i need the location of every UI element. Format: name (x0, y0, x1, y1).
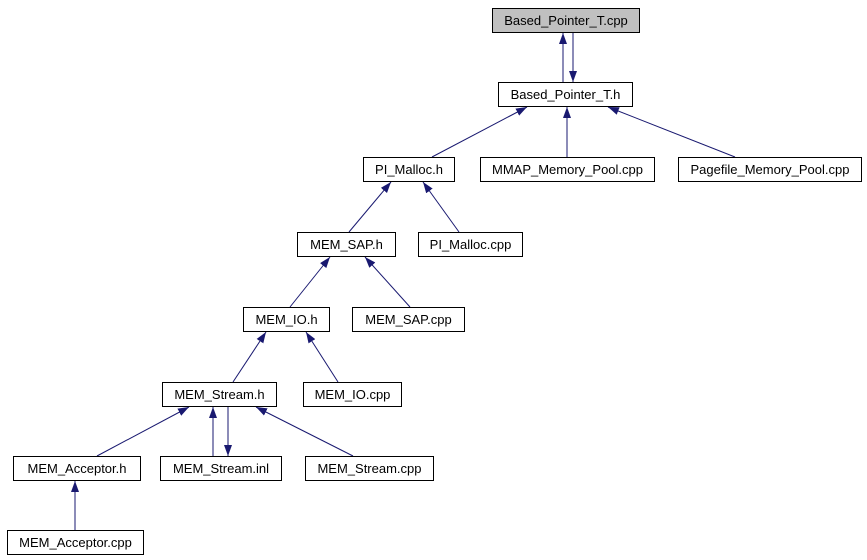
edge-arrow-mem-sap-h-to-pi-malloc-h (348, 181, 392, 233)
graph-node-label: MEM_SAP.cpp (365, 311, 452, 327)
graph-node-pi-malloc-cpp[interactable]: PI_Malloc.cpp (418, 232, 523, 257)
graph-node-label: MEM_SAP.h (310, 236, 383, 252)
graph-node-label: MEM_Stream.cpp (317, 460, 422, 476)
edge-arrow-mem-io-cpp-to-mem-io-h (305, 331, 339, 383)
edge-arrow-pi-malloc-cpp-to-pi-malloc-h (422, 181, 460, 233)
graph-node-mem-acceptor-cpp[interactable]: MEM_Acceptor.cpp (7, 530, 144, 555)
graph-node-label: MEM_Stream.inl (172, 460, 270, 476)
edge-arrow-mem-acceptor-h-to-mem-stream-h (96, 406, 190, 457)
graph-node-label: Based_Pointer_T.h (510, 86, 621, 102)
graph-node-label: PI_Malloc.cpp (429, 236, 512, 252)
graph-node-label: PI_Malloc.h (375, 161, 443, 177)
edge-arrow-mem-stream-h-to-mem-io-h (232, 331, 267, 383)
edge-arrow-mem-io-h-to-mem-sap-h (289, 256, 331, 308)
graph-node-label: Based_Pointer_T.cpp (504, 12, 628, 28)
graph-node-pi-malloc-h[interactable]: PI_Malloc.h (363, 157, 455, 182)
graph-node-mmap-memory-pool-cpp[interactable]: MMAP_Memory_Pool.cpp (480, 157, 655, 182)
graph-node-pagefile-memory-pool-cpp[interactable]: Pagefile_Memory_Pool.cpp (678, 157, 862, 182)
graph-node-mem-io-h[interactable]: MEM_IO.h (243, 307, 330, 332)
graph-node-mem-stream-cpp[interactable]: MEM_Stream.cpp (305, 456, 434, 481)
graph-node-label: MEM_Acceptor.cpp (19, 534, 132, 550)
graph-node-mem-stream-h[interactable]: MEM_Stream.h (162, 382, 277, 407)
graph-node-mem-sap-h[interactable]: MEM_SAP.h (297, 232, 396, 257)
edge-arrow-pi-malloc-h-to-based-pointer-t-h (431, 106, 528, 158)
edge-arrow-mem-sap-cpp-to-mem-sap-h (364, 256, 411, 308)
graph-node-label: MEM_IO.h (255, 311, 318, 327)
graph-node-label: Pagefile_Memory_Pool.cpp (690, 161, 850, 177)
graph-node-label: MEM_IO.cpp (314, 386, 391, 402)
edge-arrow-pagefile-memory-pool-cpp-to-based-pointer-t-h (607, 106, 736, 158)
graph-node-mem-stream-inl[interactable]: MEM_Stream.inl (160, 456, 282, 481)
graph-node-mem-io-cpp[interactable]: MEM_IO.cpp (303, 382, 402, 407)
graph-node-label: MEM_Acceptor.h (27, 460, 127, 476)
edge-arrow-mem-stream-cpp-to-mem-stream-h (255, 406, 354, 457)
graph-node-based-pointer-t-cpp[interactable]: Based_Pointer_T.cpp (492, 8, 640, 33)
graph-node-mem-sap-cpp[interactable]: MEM_SAP.cpp (352, 307, 465, 332)
graph-node-label: MEM_Stream.h (174, 386, 265, 402)
graph-node-based-pointer-t-h[interactable]: Based_Pointer_T.h (498, 82, 633, 107)
graph-node-label: MMAP_Memory_Pool.cpp (492, 161, 643, 177)
graph-node-mem-acceptor-h[interactable]: MEM_Acceptor.h (13, 456, 141, 481)
